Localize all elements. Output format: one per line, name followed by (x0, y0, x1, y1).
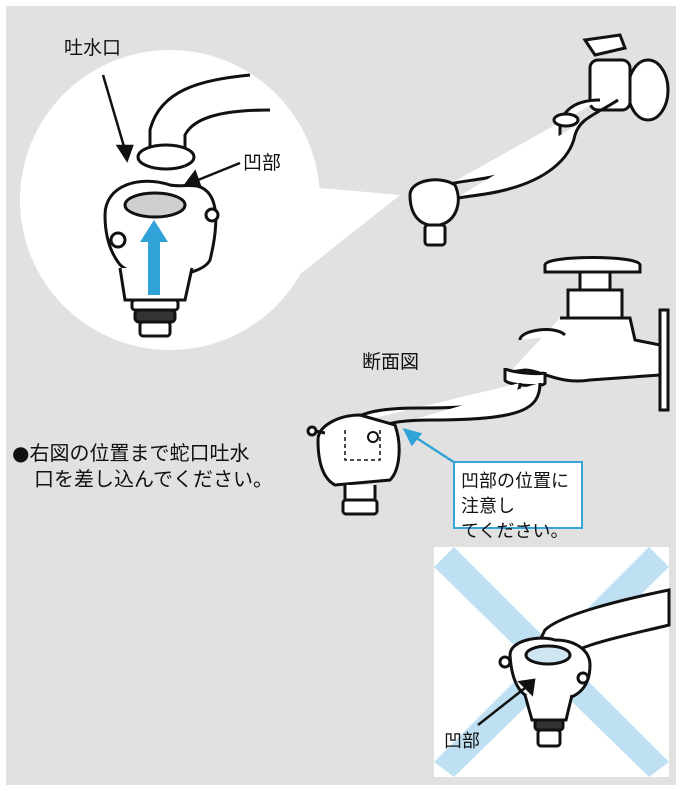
instruction-bullet: ● (12, 441, 30, 465)
recess-label-bottom: 凹部 (444, 731, 480, 752)
callout-line-1: 凹部の位置に注意し (461, 471, 569, 517)
recess-notice-callout: 凹部の位置に注意し てください。 (453, 461, 583, 542)
spout-label: 吐水口 (64, 37, 122, 59)
zoomed-spout (136, 73, 271, 171)
zoomed-adapter (103, 179, 220, 338)
wrong-recess-pointer (477, 678, 536, 726)
instruction-text: ●右図の位置まで蛇口吐水 口を差し込んでください。 (12, 440, 312, 492)
hidden-spout-outline (344, 430, 381, 461)
instruction-line-1: 右図の位置まで蛇口吐水 (29, 441, 250, 465)
small-faucet (408, 33, 670, 247)
instruction-line-2: 口を差し込んでください。 (34, 467, 273, 491)
callout-line-2: てください。 (461, 521, 569, 542)
label-pointer-arrows (101, 74, 241, 188)
cross-section-label: 断面図 (362, 351, 420, 373)
recess-label-top: 凹部 (243, 152, 282, 174)
set-screw (367, 431, 379, 443)
insert-direction-arrow (140, 220, 168, 295)
cross-section-faucet (306, 256, 670, 516)
